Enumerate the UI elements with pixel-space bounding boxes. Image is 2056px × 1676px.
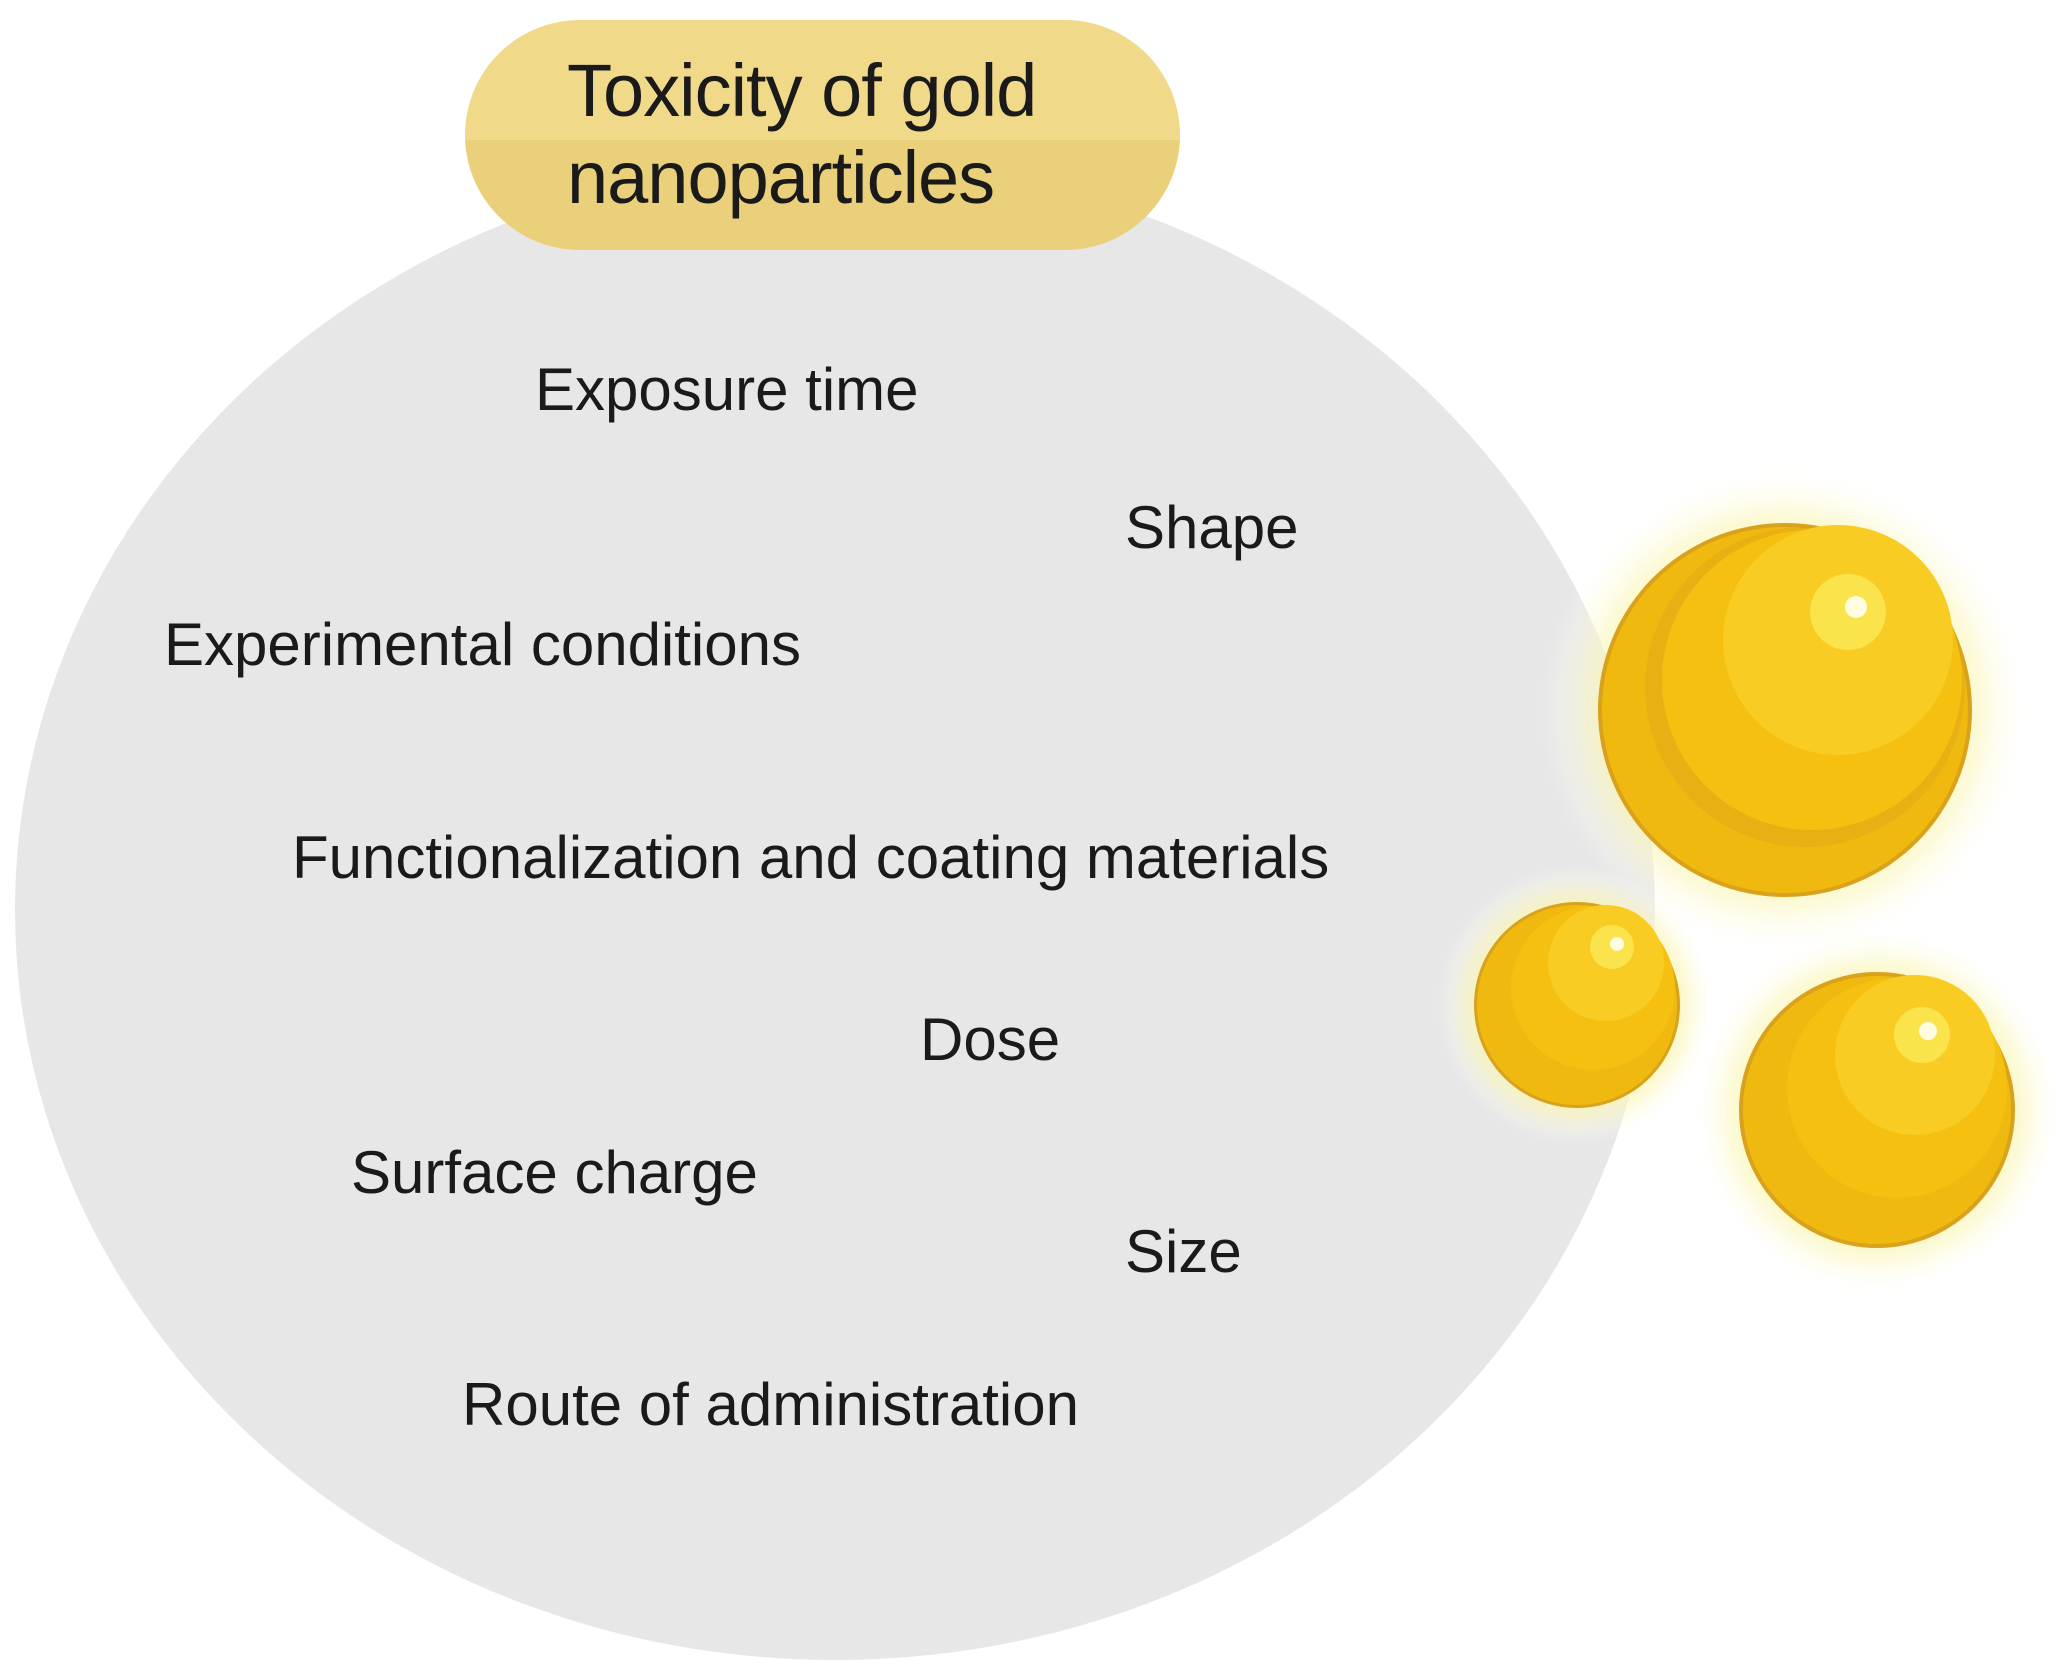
factor-surface-charge: Surface charge xyxy=(351,1139,758,1206)
gold-sphere-medium xyxy=(1692,925,2056,1295)
factor-experimental-conditions: Experimental conditions xyxy=(164,611,802,678)
factor-route-of-administration: Route of administration xyxy=(462,1371,1079,1438)
title-badge: Toxicity of gold nanoparticles xyxy=(465,20,1180,250)
factor-functionalization-coating: Functionalization and coating materials xyxy=(292,824,1330,891)
factor-exposure-time: Exposure time xyxy=(535,356,919,423)
factor-dose: Dose xyxy=(920,1006,1061,1073)
factor-size: Size xyxy=(1125,1218,1242,1285)
factor-shape: Shape xyxy=(1125,494,1299,561)
gold-nanoparticle-spheres-icon xyxy=(1437,465,2056,1295)
diagram-title: Toxicity of gold nanoparticles xyxy=(567,49,1037,219)
gold-sphere-small xyxy=(1437,865,1717,1145)
gold-sphere-large xyxy=(1540,465,2030,955)
factors-circle xyxy=(15,160,1655,1660)
